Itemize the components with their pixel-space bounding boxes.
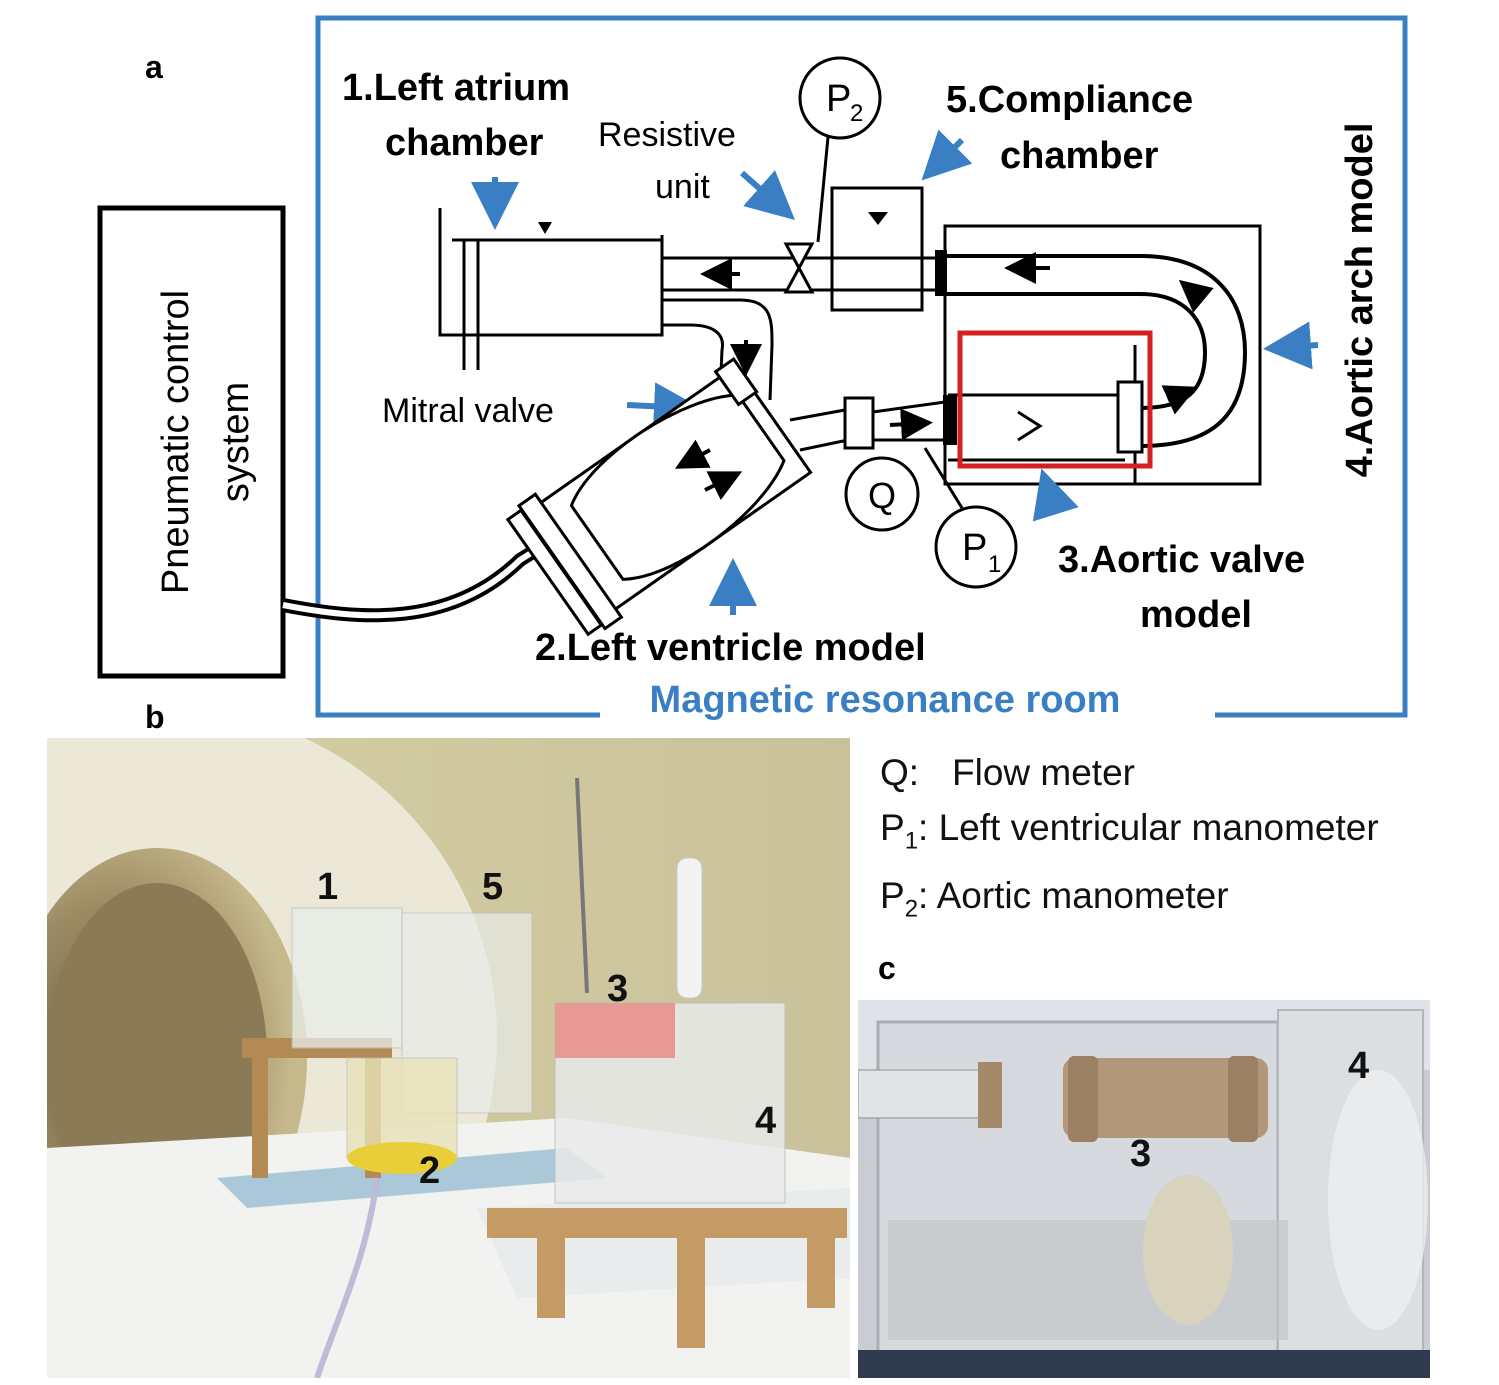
photo-b-label-1: 1 bbox=[317, 866, 339, 908]
photo-c-label-3: 3 bbox=[1130, 1133, 1152, 1175]
legend-q: Q:Flow meter bbox=[880, 752, 1135, 793]
aortic-arch-tube bbox=[947, 254, 1248, 448]
svg-text:Pneumatic control: Pneumatic control bbox=[155, 290, 197, 594]
mr-room-border bbox=[315, 15, 1408, 718]
mr-room-label: Magnetic resonance room bbox=[650, 679, 1121, 721]
pneumatic-control-label: Pneumatic control system bbox=[155, 290, 257, 594]
aortic-valve-label-2: model bbox=[1140, 594, 1252, 636]
resistive-unit-pointer bbox=[740, 170, 795, 220]
resistive-unit-symbol bbox=[783, 242, 815, 294]
resistive-unit-label-2: unit bbox=[655, 168, 710, 206]
panel-label-b: b bbox=[145, 699, 165, 730]
pneumatic-tube bbox=[281, 529, 564, 623]
photo-b-label-4: 4 bbox=[755, 1100, 777, 1142]
photo-b-label-3: 3 bbox=[607, 968, 629, 1010]
svg-text:system: system bbox=[215, 382, 257, 502]
compliance-chamber bbox=[830, 186, 924, 312]
p1-manometer-circle bbox=[934, 505, 1018, 589]
mitral-valve-label: Mitral valve bbox=[382, 392, 554, 430]
aortic-valve-label-1: 3.Aortic valve bbox=[1058, 539, 1305, 581]
left-ventricle-label: 2.Left ventricle model bbox=[535, 627, 926, 669]
photo-b-label-5: 5 bbox=[482, 866, 504, 908]
resistive-unit-label-1: Resistive bbox=[598, 116, 736, 154]
p2-manometer-sub: 2 bbox=[850, 100, 863, 127]
photo-b-label-2: 2 bbox=[419, 1150, 441, 1192]
aortic-arch-box bbox=[943, 224, 1262, 486]
aortic-valve-red-box bbox=[957, 330, 1153, 469]
legend-p2: P2: Aortic manometer bbox=[880, 875, 1229, 923]
left-ventricle-model bbox=[505, 356, 813, 637]
aortic-arch-pointer bbox=[1263, 321, 1319, 370]
p2-manometer-circle bbox=[798, 56, 882, 140]
left-atrium-chamber bbox=[438, 208, 664, 370]
q-flowmeter-circle bbox=[844, 456, 920, 532]
photo-c-aortic-valve-closeup: 4 3 bbox=[858, 1000, 1430, 1378]
pneumatic-control-box bbox=[97, 205, 286, 679]
photo-c-label-4: 4 bbox=[1348, 1045, 1370, 1087]
schematic-diagram: a Magnetic resonance room Pneumatic cont… bbox=[97, 15, 1408, 730]
outflow-tube bbox=[789, 396, 946, 452]
aortic-valve-pointer bbox=[1032, 468, 1079, 522]
q-flowmeter-label: Q bbox=[868, 475, 896, 516]
p1-manometer-letter: P bbox=[962, 527, 987, 569]
legend: Q:Flow meter P1: Left ventricular manome… bbox=[880, 745, 1379, 937]
legend-p1: P1: Left ventricular manometer bbox=[880, 807, 1379, 855]
compliance-label-2: chamber bbox=[1000, 135, 1159, 177]
panel-label-a: a bbox=[145, 49, 163, 85]
compliance-label-1: 5.Compliance bbox=[946, 79, 1193, 121]
left-atrium-label-1: 1.Left atrium bbox=[342, 67, 570, 109]
panel-label-c: c bbox=[878, 950, 896, 986]
aortic-valve-internal bbox=[948, 345, 1144, 484]
mitral-inflow-tube bbox=[662, 298, 774, 401]
svg-text:4.Aortic arch model: 4.Aortic arch model bbox=[1339, 123, 1381, 478]
aortic-arch-label: 4.Aortic arch model bbox=[1339, 123, 1381, 478]
p2-manometer-letter: P bbox=[826, 78, 851, 120]
photo-b-experimental-setup: 1 5 3 4 2 bbox=[47, 738, 850, 1378]
left-atrium-label-2: chamber bbox=[385, 122, 544, 164]
p1-manometer-sub: 1 bbox=[988, 551, 1001, 578]
compliance-pointer bbox=[921, 129, 973, 181]
